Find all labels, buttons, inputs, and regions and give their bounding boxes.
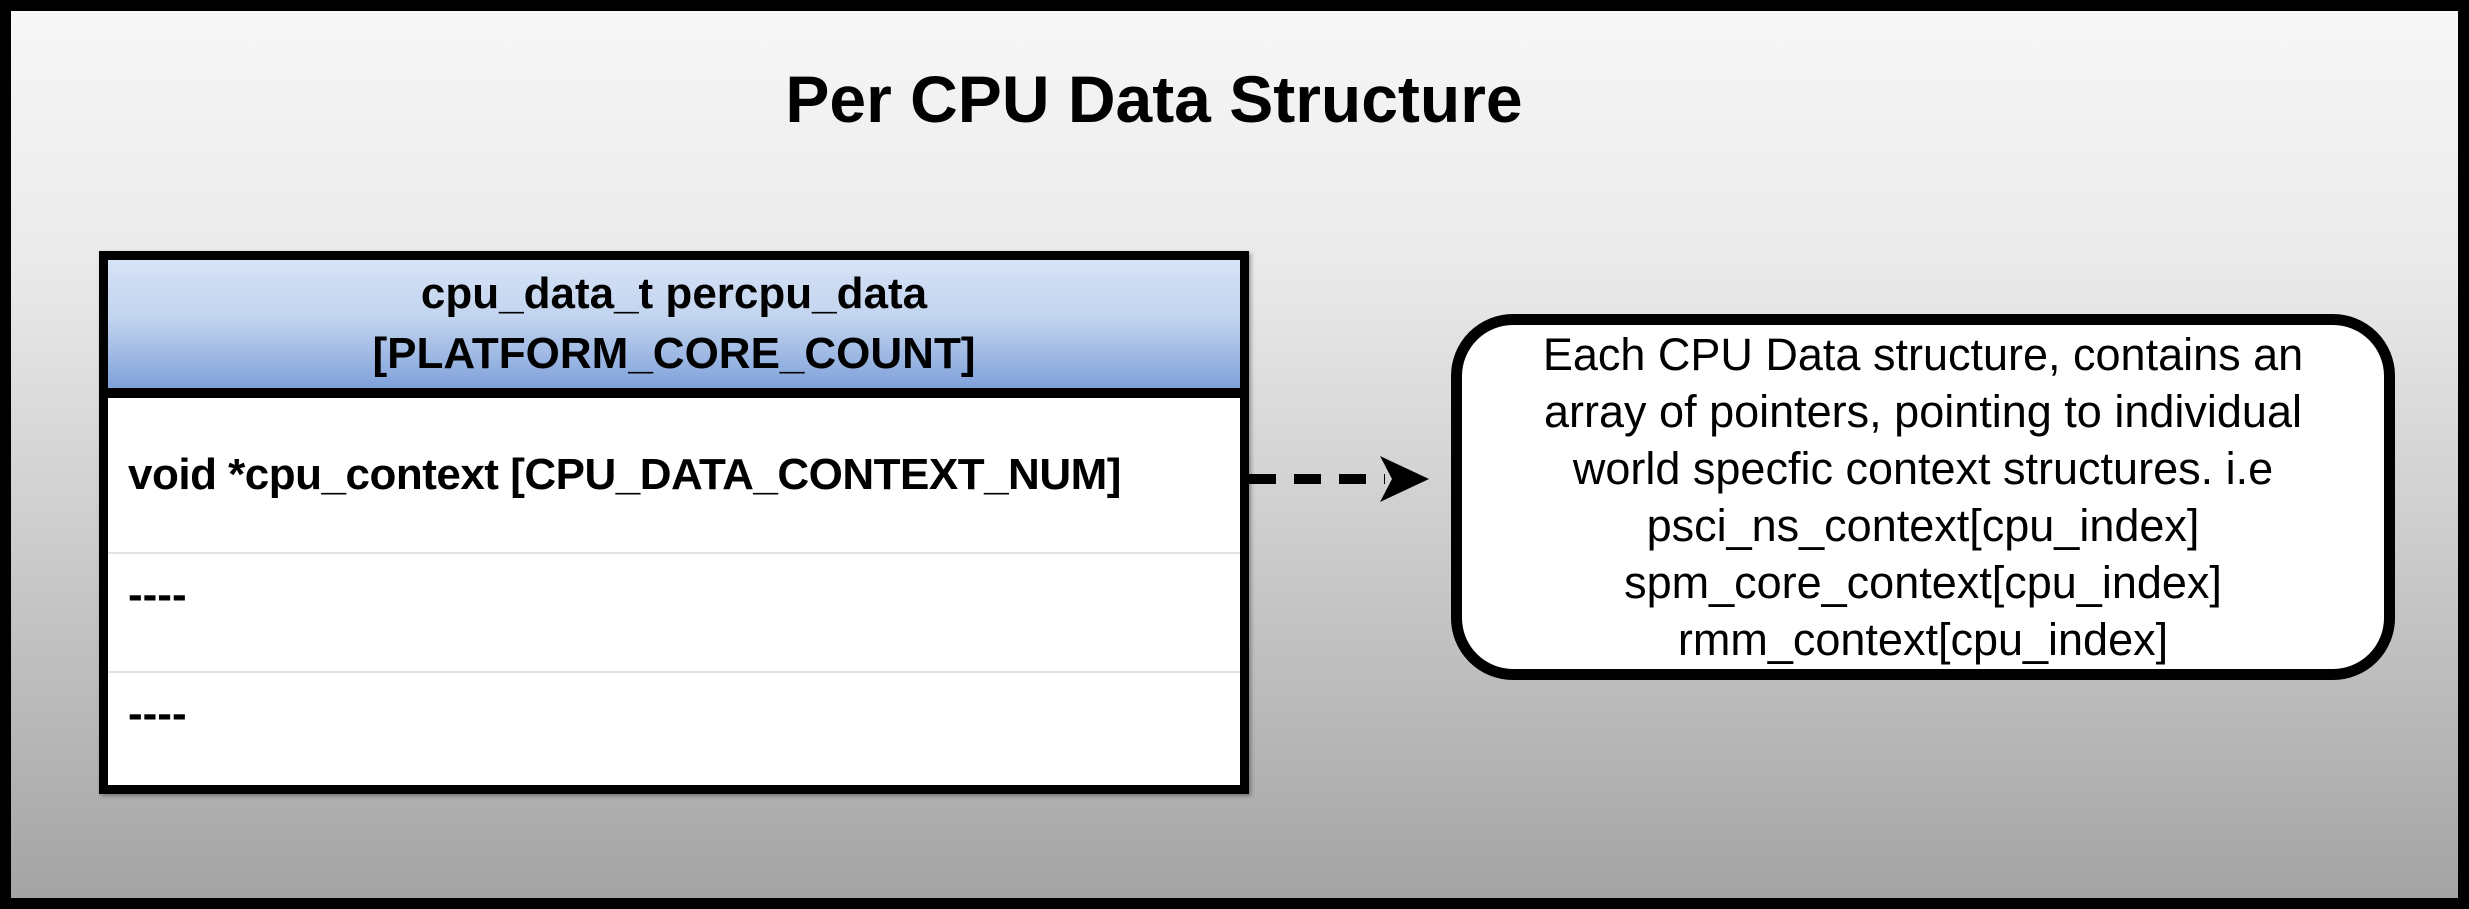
cpu-data-table-header: cpu_data_t percpu_data [PLATFORM_CORE_CO… xyxy=(108,260,1240,398)
note-line-3: world specfic context structures. i.e xyxy=(1572,443,2274,494)
note-line-1: Each CPU Data structure, contains an xyxy=(1542,329,2304,380)
cpu-data-table: cpu_data_t percpu_data [PLATFORM_CORE_CO… xyxy=(99,251,1249,794)
table-row-placeholder-1: ---- xyxy=(108,554,1240,673)
note-box: Each CPU Data structure, contains an arr… xyxy=(1451,314,2395,680)
table-row-placeholder-2: ---- xyxy=(128,689,187,738)
table-row-cpu-context: void *cpu_context [CPU_DATA_CONTEXT_NUM] xyxy=(108,398,1240,554)
note-line-4: psci_ns_context[cpu_index] xyxy=(1646,500,2200,551)
table-header-line-1: cpu_data_t percpu_data xyxy=(420,269,928,318)
note-line-6: rmm_context[cpu_index] xyxy=(1677,614,2169,665)
dashed-arrow-icon xyxy=(1249,456,1429,502)
note-line-2: array of pointers, pointing to individua… xyxy=(1544,386,2302,437)
diagram-title: Per CPU Data Structure xyxy=(785,62,1523,136)
table-header-line-2: [PLATFORM_CORE_COUNT] xyxy=(372,329,976,378)
note-line-5: spm_core_context[cpu_index] xyxy=(1624,557,2222,608)
